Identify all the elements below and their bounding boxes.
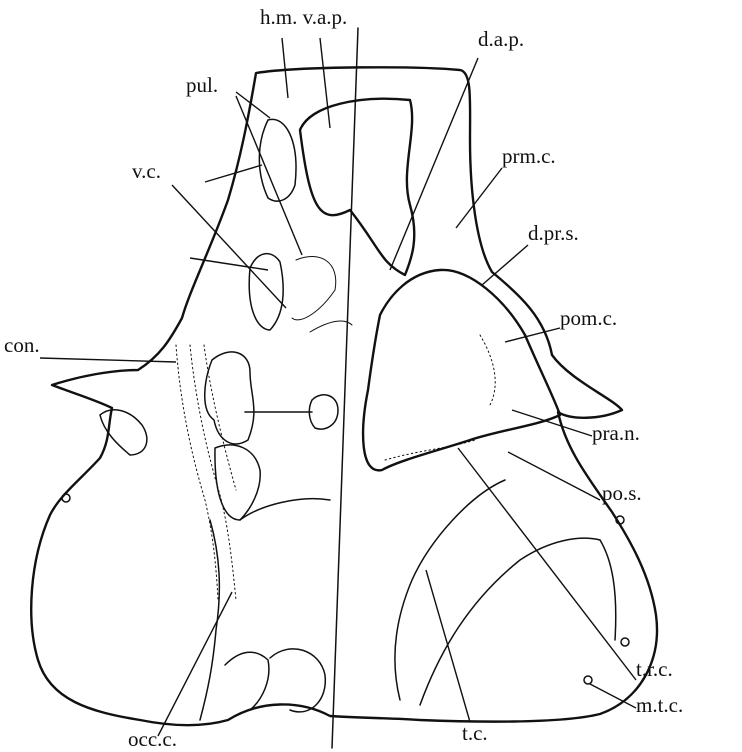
occc-lower: [225, 652, 269, 710]
label-con: con.: [4, 333, 40, 357]
midline: [332, 28, 358, 748]
label-mtc: m.t.c.: [636, 693, 683, 717]
leader-vc: [172, 185, 286, 308]
label-pos: po.s.: [602, 481, 642, 505]
label-pul: pul.: [186, 73, 218, 97]
mtc-pit-2: [584, 676, 592, 684]
foramen: [270, 649, 325, 712]
label-tc: t.c.: [462, 721, 488, 745]
left-notch: [100, 410, 147, 455]
label-hm-vap: h.m. v.a.p.: [260, 5, 347, 29]
occipital-condyle: [200, 520, 219, 720]
label-prmc: prm.c.: [502, 144, 556, 168]
inner-ridge: [292, 257, 336, 320]
tc-ridge-2: [420, 538, 600, 705]
central-bone: [205, 352, 254, 444]
left-dotted-tract-2: [190, 345, 236, 600]
inner-ridge-2: [310, 321, 352, 332]
label-pran: pra.n.: [592, 421, 640, 445]
mtc-pit: [621, 638, 629, 646]
right-curve: [600, 540, 616, 640]
leader-dap: [390, 58, 478, 270]
left-dotted-tract: [176, 345, 218, 600]
leader-prmc: [456, 168, 502, 228]
label-trc: t.r.c.: [636, 657, 673, 681]
leader-tc: [426, 570, 470, 722]
pomc-plate: [363, 270, 560, 470]
leader-con: [40, 358, 176, 362]
leader-occc: [158, 592, 232, 736]
leader-hm: [282, 38, 288, 98]
label-vc: v.c.: [132, 159, 161, 183]
vc-outline: [249, 254, 283, 330]
leader-vap: [320, 38, 330, 128]
label-pomc: pom.c.: [560, 306, 617, 330]
left-pit: [62, 494, 70, 502]
label-dap: d.a.p.: [478, 27, 524, 51]
pomc-dotline: [480, 335, 495, 405]
leader-pomc: [505, 328, 560, 342]
pul-cavity: [259, 119, 296, 201]
ear-ossicle: [309, 395, 338, 429]
central-bone-lower: [215, 445, 260, 520]
label-dprs: d.pr.s.: [528, 221, 579, 245]
hm-vap-chamber: [300, 99, 414, 275]
leader-pran: [512, 410, 592, 436]
label-occc: occ.c.: [128, 727, 177, 751]
